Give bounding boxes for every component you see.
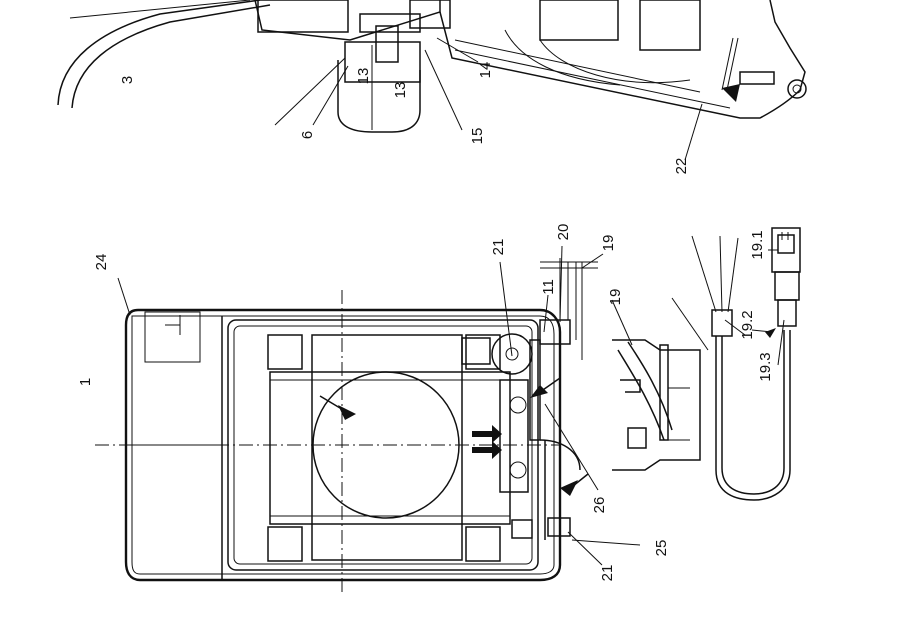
label-14: 14 xyxy=(477,62,494,79)
label-21-lower: 21 xyxy=(599,565,616,582)
label-19-2: 19.2 xyxy=(739,310,756,339)
cable-detail xyxy=(671,227,801,501)
label-21-upper: 21 xyxy=(490,239,507,256)
label-13-upper: 13 xyxy=(355,68,372,85)
label-19-3: 19.3 xyxy=(757,352,774,381)
label-11: 11 xyxy=(540,279,557,295)
bracket-detail xyxy=(611,299,701,471)
label-19-upper: 19 xyxy=(600,235,617,252)
label-24: 24 xyxy=(93,254,110,271)
label-3: 3 xyxy=(119,76,136,84)
label-20: 20 xyxy=(555,224,572,241)
label-1: 1 xyxy=(77,378,94,386)
label-15: 15 xyxy=(469,128,486,145)
top-assembly-section xyxy=(57,0,807,161)
main-unit-plan-view xyxy=(95,245,641,595)
label-19-lower: 19 xyxy=(607,289,624,306)
label-13-lower: 13 xyxy=(392,82,409,99)
callout-labels: 1 3 6 13 13 14 15 22 24 21 11 20 19 19 2… xyxy=(77,62,774,582)
label-19-1: 19.1 xyxy=(749,230,766,259)
label-25: 25 xyxy=(653,540,670,557)
label-6: 6 xyxy=(299,131,316,139)
label-26: 26 xyxy=(591,497,608,514)
label-22: 22 xyxy=(673,158,690,175)
